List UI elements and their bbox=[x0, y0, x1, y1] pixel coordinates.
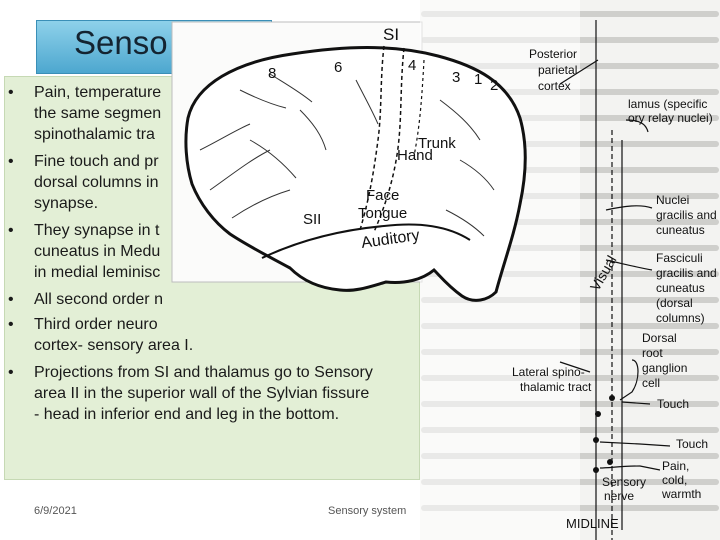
bullet-dot: • bbox=[8, 153, 14, 170]
label-posterior-parietal-3: cortex bbox=[538, 79, 571, 93]
bullet-list: • Pain, temperature the same segmen spin… bbox=[8, 82, 418, 425]
bullet-line: dorsal columns in bbox=[34, 174, 159, 191]
label-fasciculi-4: (dorsal bbox=[656, 296, 693, 310]
label-fasciculi-5: columns) bbox=[656, 311, 705, 325]
brain-sulci bbox=[199, 73, 495, 237]
bullet-item: • Projections from SI and thalamus go to… bbox=[8, 362, 418, 425]
sylvian-fissure bbox=[261, 223, 471, 259]
somatosensory-figure: SI 8 6 4 3 1 2 Trunk Hand SII Face Tongu… bbox=[171, 0, 717, 540]
label-area-8: 8 bbox=[268, 65, 276, 82]
label-area-6: 6 bbox=[334, 59, 342, 76]
label-dorsal-root-3: ganglion bbox=[642, 361, 687, 375]
bullet-line: Projections from SI and thalamus go to S… bbox=[34, 364, 373, 381]
bullet-item: • They synapse in t cuneatus in Medu in … bbox=[8, 220, 418, 283]
label-pain-1: Pain, bbox=[662, 459, 689, 473]
bullet-line: - head in inferior end and leg in the bo… bbox=[34, 406, 340, 423]
svg-text:Lateral spino-thalamic tract: Lateral spino-thalamic tract bbox=[512, 365, 592, 394]
slide-title: Senso bbox=[74, 24, 168, 61]
label-hand: Hand bbox=[397, 147, 433, 164]
bullet-line: Fine touch and pr bbox=[34, 153, 159, 170]
bullet-line: spinothalamic tra bbox=[34, 126, 155, 143]
bullet-line: cuneatus in Medu bbox=[34, 243, 161, 260]
svg-text:Pain,cold,warmth: Pain,cold,warmth bbox=[661, 459, 701, 501]
label-dorsal-root-2: root bbox=[642, 346, 663, 360]
bullet-line: synapse. bbox=[34, 195, 99, 212]
label-pain-2: cold, bbox=[662, 473, 687, 487]
label-area-3: 3 bbox=[452, 69, 460, 86]
label-area-4: 4 bbox=[408, 57, 416, 74]
label-area-1: 1 bbox=[474, 71, 482, 88]
bullet-line: Third order neuro bbox=[34, 316, 158, 333]
bullet-dot: • bbox=[8, 364, 14, 381]
label-nuclei-1: Nuclei bbox=[656, 193, 689, 207]
footer-date: 6/9/2021 bbox=[34, 505, 77, 517]
label-face: Face bbox=[366, 187, 399, 204]
label-visual: Visual bbox=[587, 253, 620, 294]
label-sensory-nerve-1: Sensory bbox=[602, 475, 646, 489]
bullet-dot: • bbox=[8, 84, 14, 101]
label-posterior-parietal-1: Posterior bbox=[529, 47, 577, 61]
bullet-dot: • bbox=[8, 316, 14, 333]
label-lateral-spino-2: thalamic tract bbox=[520, 380, 592, 394]
label-sensory-nerve-2: nerve bbox=[604, 489, 634, 503]
label-dorsal-root-4: cell bbox=[642, 376, 660, 390]
label-touch-1: Touch bbox=[657, 397, 689, 411]
label-touch-2: Touch bbox=[676, 437, 708, 451]
bullet-line: the same segmen bbox=[34, 105, 162, 122]
label-thalamus-1: lamus (specific bbox=[628, 97, 707, 111]
label-dorsal-root-1: Dorsal bbox=[642, 331, 677, 345]
label-fasciculi-2: gracilis and bbox=[656, 266, 717, 280]
label-area-2: 2 bbox=[490, 77, 498, 94]
bullet-dot: • bbox=[8, 222, 14, 239]
label-trunk: Trunk bbox=[418, 135, 456, 152]
pathway-lines bbox=[559, 20, 671, 540]
bullet-line: All second order n bbox=[34, 291, 163, 308]
pathway-nodes bbox=[593, 395, 615, 473]
label-midline: MIDLINE bbox=[566, 516, 619, 531]
bullet-item: • Fine touch and pr dorsal columns in sy… bbox=[8, 151, 418, 214]
bullet-item: • Pain, temperature the same segmen spin… bbox=[8, 82, 418, 145]
label-tongue: Tongue bbox=[358, 205, 407, 222]
label-sii: SII bbox=[303, 211, 321, 228]
area-boundary bbox=[413, 59, 425, 157]
label-nuclei-2: gracilis and bbox=[656, 208, 717, 222]
label-fasciculi-1: Fasciculi bbox=[656, 251, 703, 265]
bullet-line: They synapse in t bbox=[34, 222, 160, 239]
central-sulcus bbox=[359, 45, 385, 231]
bullet-line: Pain, temperature bbox=[34, 84, 162, 101]
footer-title: Sensory system bbox=[328, 505, 407, 517]
label-lateral-spino-1: Lateral spino- bbox=[512, 365, 585, 379]
bullet-line: in medial leminisc bbox=[34, 264, 161, 281]
bullet-dot: • bbox=[8, 291, 14, 308]
label-nuclei-3: cuneatus bbox=[656, 223, 705, 237]
label-si: SI bbox=[383, 25, 399, 44]
label-posterior-parietal-2: parietal bbox=[538, 63, 577, 77]
postcentral-sulcus bbox=[373, 47, 405, 233]
bullet-item: • All second order n bbox=[8, 289, 418, 310]
label-thalamus-2: ory relay nuclei) bbox=[628, 111, 713, 125]
bullet-line: cortex- sensory area I. bbox=[34, 337, 194, 354]
bullet-item: • Third order neuro cortex- sensory area… bbox=[8, 314, 418, 356]
label-fasciculi-3: cuneatus bbox=[656, 281, 705, 295]
bullet-line: area II in the superior wall of the Sylv… bbox=[34, 385, 370, 402]
label-pain-3: warmth bbox=[661, 487, 701, 501]
